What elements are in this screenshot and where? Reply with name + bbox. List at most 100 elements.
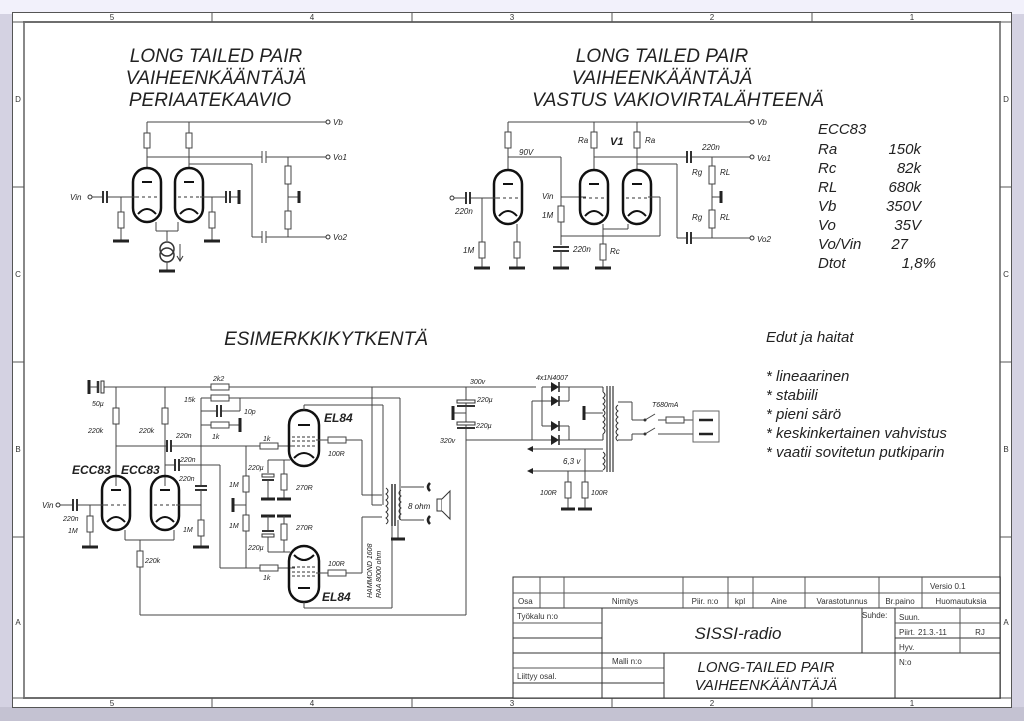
- svg-text:VAIHEENKÄÄNTÄJÄ: VAIHEENKÄÄNTÄJÄ: [126, 68, 307, 89]
- svg-text:1M: 1M: [229, 482, 239, 489]
- svg-text:PERIAATEKAAVIO: PERIAATEKAAVIO: [129, 90, 291, 111]
- svg-text:Ra: Ra: [645, 136, 656, 145]
- svg-text:Rc: Rc: [610, 247, 620, 256]
- spec-name: Rc: [818, 160, 837, 177]
- drawing-title: VAIHEENKÄÄNTÄJÄ: [695, 677, 838, 694]
- svg-text:HAMMOND 1608: HAMMOND 1608: [367, 543, 374, 598]
- row-label: C: [15, 270, 21, 279]
- row-label: C: [1003, 270, 1009, 279]
- column-label: 3: [510, 699, 515, 708]
- window-bevel-bottom: [0, 707, 1024, 721]
- svg-text:1M: 1M: [542, 211, 553, 220]
- svg-text:270R: 270R: [295, 525, 313, 532]
- row-label: D: [1003, 95, 1009, 104]
- row-label: B: [1003, 445, 1008, 454]
- header-aine: Aine: [771, 597, 788, 606]
- header-kpl: kpl: [735, 597, 745, 606]
- svg-text:220µ: 220µ: [247, 465, 264, 472]
- svg-text:90V: 90V: [519, 148, 534, 157]
- spec-tube: ECC83: [818, 121, 867, 138]
- list-item: * pieni särö: [766, 406, 841, 423]
- spec-name: Ra: [818, 141, 837, 158]
- svg-text:Vin: Vin: [42, 501, 54, 510]
- drawn-date: 21.3.-11: [918, 628, 947, 637]
- svg-text:220n: 220n: [62, 516, 79, 523]
- list-item: * vaatii sovitetun putkiparin: [766, 444, 944, 461]
- example-schematic: 50µ 220k 220k 220n 220n 2k2 15k: [42, 375, 720, 616]
- pros-cons-title: Edut ja haitat: [766, 329, 854, 346]
- svg-text:Rg: Rg: [692, 168, 703, 177]
- version-label: Versio 0.1: [930, 582, 966, 591]
- svg-text:2k2: 2k2: [212, 376, 224, 383]
- svg-text:300v: 300v: [470, 379, 486, 386]
- svg-text:220n: 220n: [175, 433, 192, 440]
- svg-text:220k: 220k: [144, 558, 161, 565]
- title-block: Versio 0.1 Osa Nimitys Piir. n:o kpl Ain…: [512, 576, 1001, 699]
- svg-text:Vo2: Vo2: [333, 233, 347, 242]
- svg-text:RAA 8000 ohm: RAA 8000 ohm: [376, 551, 383, 598]
- scale-label: Suhde:: [862, 611, 887, 620]
- approved-label: Hyv.: [899, 643, 914, 652]
- svg-text:1k: 1k: [212, 434, 220, 441]
- svg-text:220k: 220k: [87, 428, 104, 435]
- model-no-label: Malli n:o: [612, 657, 642, 666]
- row-label: B: [15, 445, 20, 454]
- svg-text:220µ: 220µ: [247, 545, 264, 552]
- project-name: SISSI-radio: [695, 624, 782, 643]
- svg-text:1k: 1k: [263, 575, 271, 582]
- spec-name: Vo: [818, 217, 836, 234]
- column-label: 1: [910, 699, 915, 708]
- svg-text:Vb: Vb: [333, 118, 343, 127]
- svg-text:220µ: 220µ: [475, 423, 492, 430]
- column-label: 5: [110, 699, 115, 708]
- spec-value: 27: [890, 236, 908, 253]
- pros-cons-list: Edut ja haitat * lineaarinen * stabiili …: [766, 329, 947, 461]
- svg-text:Rg: Rg: [692, 213, 703, 222]
- header-brpaino: Br.paino: [885, 597, 915, 606]
- spec-name: Vo/Vin: [818, 236, 861, 253]
- related-label: Liittyy osal.: [517, 672, 557, 681]
- column-label: 2: [710, 699, 715, 708]
- diagram2-title: LONG TAILED PAIR VAIHEENKÄÄNTÄJÄ VASTUS …: [532, 46, 824, 111]
- header-huomautuksia: Huomautuksia: [935, 597, 987, 606]
- svg-text:1M: 1M: [183, 527, 193, 534]
- header-varastotunnus: Varastotunnus: [817, 597, 868, 606]
- svg-text:320v: 320v: [440, 438, 456, 445]
- header-osa: Osa: [518, 597, 533, 606]
- svg-text:T680mA: T680mA: [652, 402, 679, 409]
- svg-text:270R: 270R: [295, 485, 313, 492]
- svg-text:1M: 1M: [229, 523, 239, 530]
- svg-text:VASTUS VAKIOVIRTALÄHTEENÄ: VASTUS VAKIOVIRTALÄHTEENÄ: [532, 90, 824, 111]
- svg-text:10p: 10p: [244, 409, 256, 416]
- header-nimitys: Nimitys: [612, 597, 638, 606]
- spec-name: RL: [818, 179, 837, 196]
- svg-text:100R: 100R: [591, 490, 608, 497]
- tool-no-label: Työkalu n:o: [517, 612, 558, 621]
- svg-text:Vo1: Vo1: [333, 153, 347, 162]
- svg-text:Vo1: Vo1: [757, 154, 771, 163]
- row-label: A: [1003, 618, 1009, 627]
- svg-text:50µ: 50µ: [92, 401, 104, 408]
- svg-text:Ra: Ra: [578, 136, 589, 145]
- example-title: ESIMERKKIKYTKENTÄ: [224, 329, 428, 350]
- svg-text:Vin: Vin: [542, 192, 554, 201]
- svg-text:220k: 220k: [138, 428, 155, 435]
- svg-text:RL: RL: [720, 213, 730, 222]
- column-label: 2: [710, 13, 715, 22]
- spec-value: 350V: [886, 198, 923, 215]
- svg-text:LONG TAILED PAIR: LONG TAILED PAIR: [130, 46, 303, 67]
- number-label: N:o: [899, 658, 912, 667]
- el84-label: EL84: [322, 590, 351, 604]
- svg-text:Vo2: Vo2: [757, 235, 771, 244]
- column-label: 3: [510, 13, 515, 22]
- list-item: * keskinkertainen vahvistus: [766, 425, 947, 442]
- svg-text:220µ: 220µ: [476, 397, 493, 404]
- svg-text:1M: 1M: [463, 246, 474, 255]
- svg-text:8 ohm: 8 ohm: [408, 502, 431, 511]
- svg-text:LONG TAILED PAIR: LONG TAILED PAIR: [576, 46, 749, 67]
- diagram2-schematic: Vb 90V 220n 1M Vin 1M: [449, 118, 771, 270]
- svg-text:15k: 15k: [184, 397, 196, 404]
- column-label: 1: [910, 13, 915, 22]
- row-label: A: [15, 618, 21, 627]
